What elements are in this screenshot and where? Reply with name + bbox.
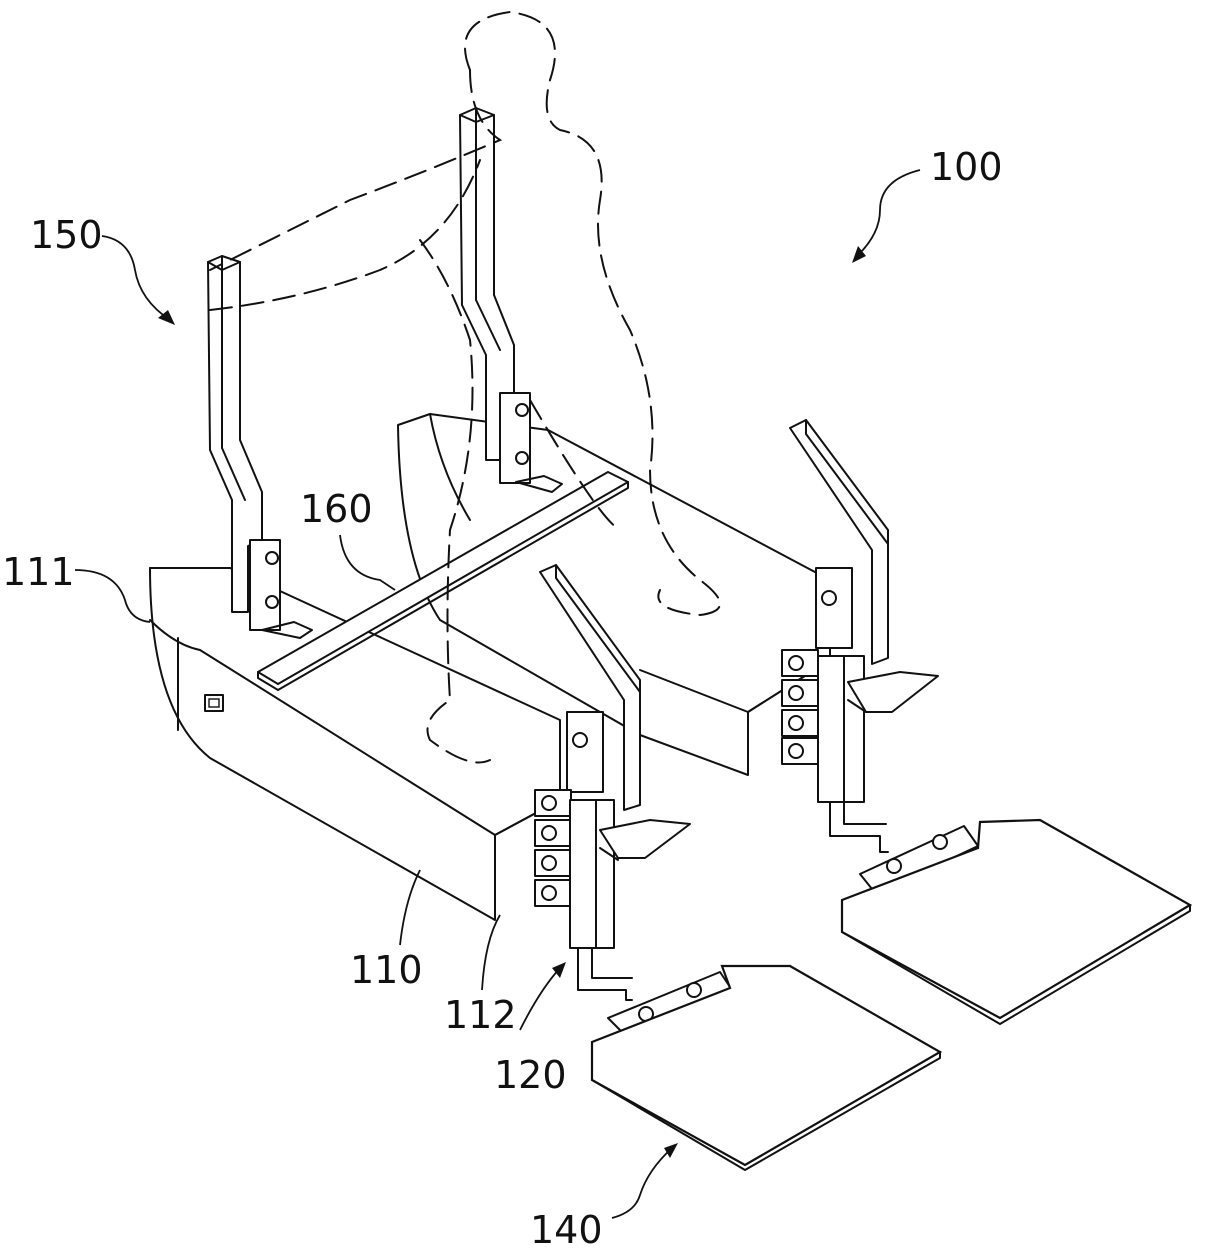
- rear-leg-unit: [781, 419, 979, 895]
- label-140: 140: [530, 1208, 603, 1252]
- cross-bar: [257, 471, 629, 691]
- label-111: 111: [2, 550, 75, 594]
- label-100: 100: [930, 145, 1003, 189]
- label-120: 120: [494, 1053, 567, 1097]
- label-112: 112: [444, 993, 517, 1037]
- label-150: 150: [30, 213, 103, 257]
- foot-plates: [590, 818, 1193, 1171]
- label-110: 110: [350, 948, 423, 992]
- left-back-frame: [207, 255, 313, 639]
- body-port-icon: [204, 694, 224, 712]
- person-phantom-outline: [209, 10, 721, 764]
- front-body-block: [149, 567, 561, 921]
- label-160: 160: [300, 487, 373, 531]
- right-back-frame: [459, 107, 563, 493]
- reference-leaders: [74, 169, 921, 1219]
